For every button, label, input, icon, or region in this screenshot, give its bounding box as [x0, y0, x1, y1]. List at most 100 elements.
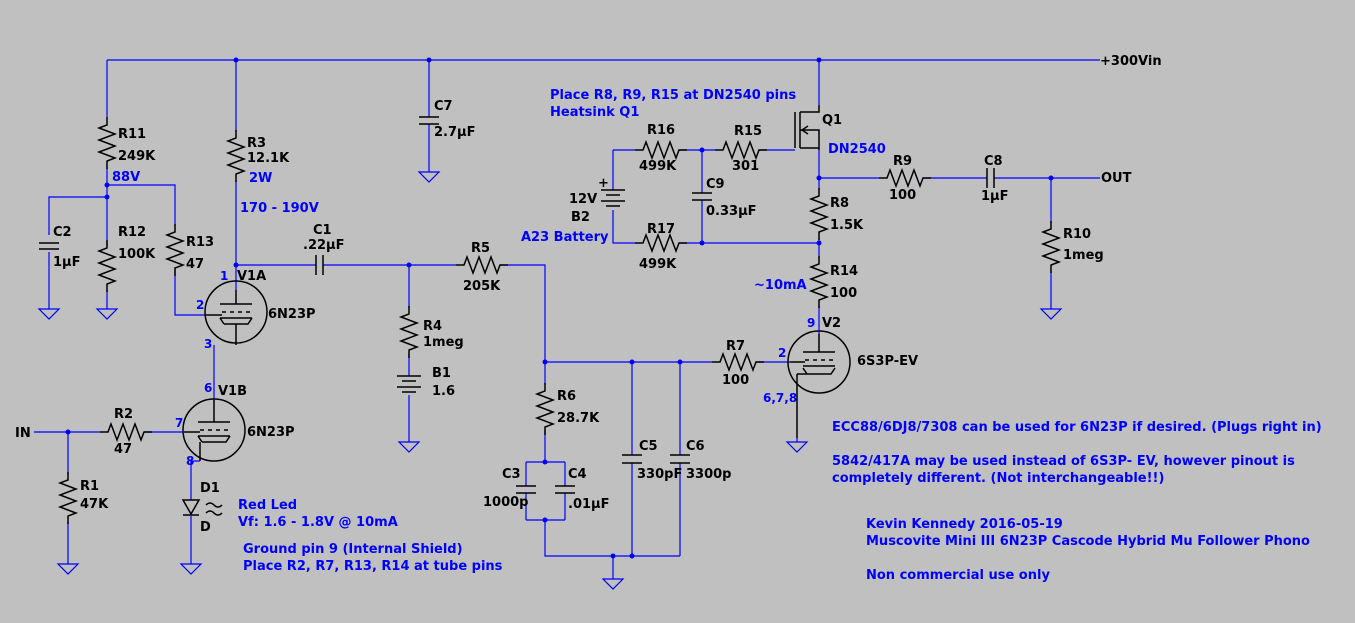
cap-c7: C7 2.7µF — [418, 60, 475, 183]
v2-model: 6S3P-EV — [857, 354, 918, 369]
q1-ref: Q1 — [822, 113, 842, 128]
tube-v1a: 1 V1A 2 6N23P 3 — [196, 269, 316, 351]
plate-resistor-r3: R3 12.1K 2W 170 - 190V — [227, 60, 319, 290]
current-note: ~10mA — [754, 278, 807, 293]
r1-value: 47K — [80, 497, 109, 512]
note-author: Kevin Kennedy 2016-05-19 — [866, 517, 1063, 532]
r16-value: 499K — [639, 159, 677, 174]
v1a-ref: V1A — [237, 269, 266, 284]
r13-value: 47 — [186, 257, 204, 272]
b2-plus: + — [598, 176, 609, 191]
c6-value: 3300p — [686, 467, 732, 482]
r17-value: 499K — [639, 257, 677, 272]
v1b-ref: V1B — [218, 384, 247, 399]
placement-note-mosfet: Place R8, R9, R15 at DN2540 pins — [550, 88, 796, 103]
input-network: IN R2 47 R1 47K — [15, 407, 184, 575]
v1a-model: 6N23P — [268, 307, 316, 322]
c9-value: 0.33µF — [706, 204, 757, 219]
b2-note: A23 Battery — [521, 230, 609, 245]
r3-power: 2W — [249, 171, 272, 186]
gate-bias: + R16 499K R15 301 C9 0.33µF R17 499K 12… — [521, 88, 819, 272]
r14-ref: R14 — [830, 264, 858, 279]
v1a-pin-plate: 1 — [220, 269, 228, 283]
note-alt-1: 5842/417A may be used instead of 6S3P- E… — [832, 454, 1295, 469]
r2-value: 47 — [114, 442, 132, 457]
r15-ref: R15 — [734, 124, 762, 139]
led-d1: D1 D Red Led Vf: 1.6 - 1.8V @ 10mA Groun… — [180, 460, 503, 575]
b2-value: 12V — [569, 192, 597, 207]
r6-value: 28.7K — [557, 411, 600, 426]
riaa-network: R6 28.7K C3 1000p C4 .01µF C5 330pF C6 3… — [483, 339, 790, 590]
tube-v2: 9 V2 2 6S3P-EV 6,7,8 — [763, 316, 918, 453]
c1-value: .22µF — [303, 238, 344, 253]
c7-ref: C7 — [434, 99, 453, 114]
r8-value: 1.5K — [830, 218, 864, 233]
v1b-pin-grid: 7 — [175, 416, 183, 430]
voltage-88: 88V — [112, 170, 140, 185]
r12-ref: R12 — [118, 225, 146, 240]
v2-pin-grid: 2 — [778, 346, 786, 360]
c9-ref: C9 — [706, 177, 725, 192]
r7-value: 100 — [722, 373, 749, 388]
tube-v1b: 6 V1B 7 6N23P 8 — [175, 345, 295, 468]
b1-value: 1.6 — [432, 384, 455, 399]
supply-rail: +300Vin — [107, 54, 1162, 105]
v2-ref: V2 — [822, 316, 841, 331]
r11-value: 249K — [118, 149, 156, 164]
c5-ref: C5 — [639, 439, 658, 454]
b1-ref: B1 — [432, 366, 451, 381]
placement-note-tube: Place R2, R7, R13, R14 at tube pins — [243, 559, 503, 574]
coupling-network: C1 .22µF R4 1meg B1 1.6 R5 205K — [236, 223, 546, 453]
r17-ref: R17 — [647, 222, 675, 237]
c1-ref: C1 — [313, 223, 332, 238]
ground-pin-note: Ground pin 9 (Internal Shield) — [243, 542, 463, 557]
r6-ref: R6 — [557, 389, 576, 404]
r4-ref: R4 — [423, 319, 442, 334]
bias-divider: R11 249K 88V R12 100K R13 47 C2 1µF — [38, 60, 214, 320]
c6-ref: C6 — [686, 439, 705, 454]
r9-value: 100 — [889, 188, 916, 203]
r3-value: 12.1K — [247, 151, 290, 166]
c8-value: 1µF — [981, 189, 1009, 204]
note-alt-2: completely different. (Not interchangeab… — [832, 471, 1164, 486]
d1-letter: D — [200, 520, 211, 535]
c2-ref: C2 — [53, 225, 72, 240]
d1-note-color: Red Led — [238, 498, 297, 513]
d1-ref: D1 — [200, 481, 220, 496]
heatsink-note: Heatsink Q1 — [550, 105, 639, 120]
input-label: IN — [15, 426, 31, 441]
d1-note-vf: Vf: 1.6 - 1.8V @ 10mA — [238, 515, 398, 530]
r11-ref: R11 — [118, 127, 146, 142]
r8-ref: R8 — [830, 196, 849, 211]
r7-ref: R7 — [726, 339, 745, 354]
v1b-pin-cathode: 8 — [186, 454, 194, 468]
notes: ECC88/6DJ8/7308 can be used for 6N23P if… — [832, 420, 1322, 583]
note-project: Muscovite Mini III 6N23P Cascode Hybrid … — [866, 534, 1310, 549]
vin-label: +300Vin — [1100, 54, 1162, 69]
output-network: R9 100 C8 1µF R10 1meg OUT — [819, 154, 1132, 320]
r15-value: 301 — [732, 159, 759, 174]
r13-ref: R13 — [186, 235, 214, 250]
b2-ref: B2 — [571, 210, 590, 225]
r4-value: 1meg — [423, 335, 464, 350]
note-license: Non commercial use only — [866, 568, 1050, 583]
r14-value: 100 — [830, 286, 857, 301]
r1-ref: R1 — [80, 479, 99, 494]
r5-ref: R5 — [471, 241, 490, 256]
v2-pin-plate: 9 — [807, 316, 815, 330]
r2-ref: R2 — [114, 407, 133, 422]
plate-chain: R8 1.5K R14 100 ~10mA — [754, 150, 864, 334]
v1a-pin-cathode: 3 — [204, 337, 212, 351]
v1b-model: 6N23P — [247, 425, 295, 440]
c2-value: 1µF — [53, 255, 81, 270]
c7-value: 2.7µF — [434, 125, 475, 140]
q1-model: DN2540 — [828, 142, 886, 157]
r10-value: 1meg — [1063, 248, 1104, 263]
r16-ref: R16 — [647, 123, 675, 138]
mosfet-q1: Q1 DN2540 — [759, 105, 886, 157]
c5-value: 330pF — [637, 467, 682, 482]
voltage-range: 170 - 190V — [240, 201, 319, 216]
note-ecc88: ECC88/6DJ8/7308 can be used for 6N23P if… — [832, 420, 1322, 435]
c3-value: 1000p — [483, 495, 529, 510]
